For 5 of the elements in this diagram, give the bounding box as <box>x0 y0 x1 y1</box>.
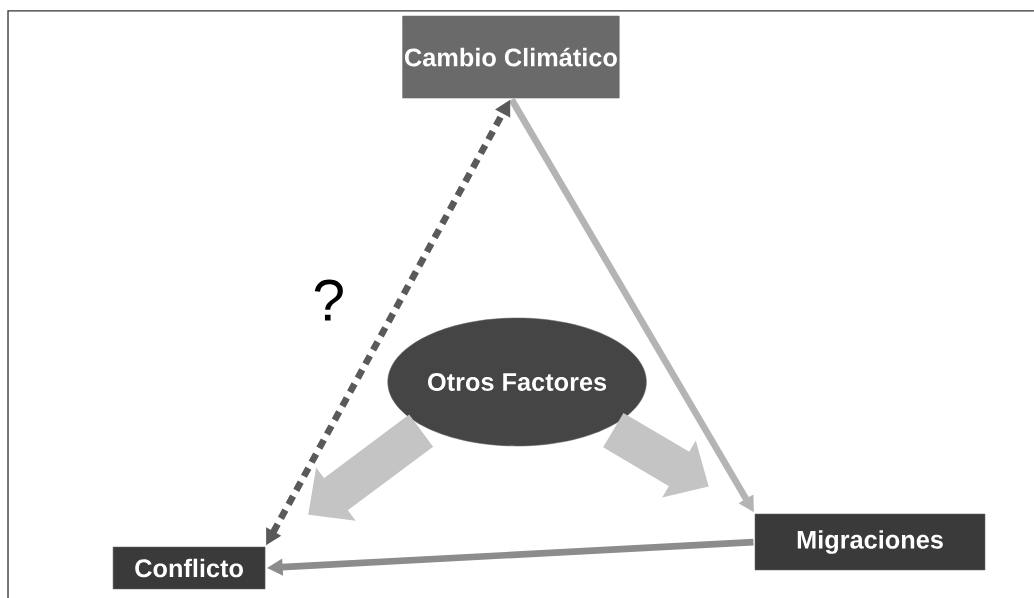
edge-label: ? <box>314 279 343 321</box>
concept-box: Cambio Climático <box>402 15 620 99</box>
block-arrow <box>308 414 434 521</box>
concept-box: Migraciones <box>754 513 986 571</box>
concept-box: Conflicto <box>112 546 266 590</box>
